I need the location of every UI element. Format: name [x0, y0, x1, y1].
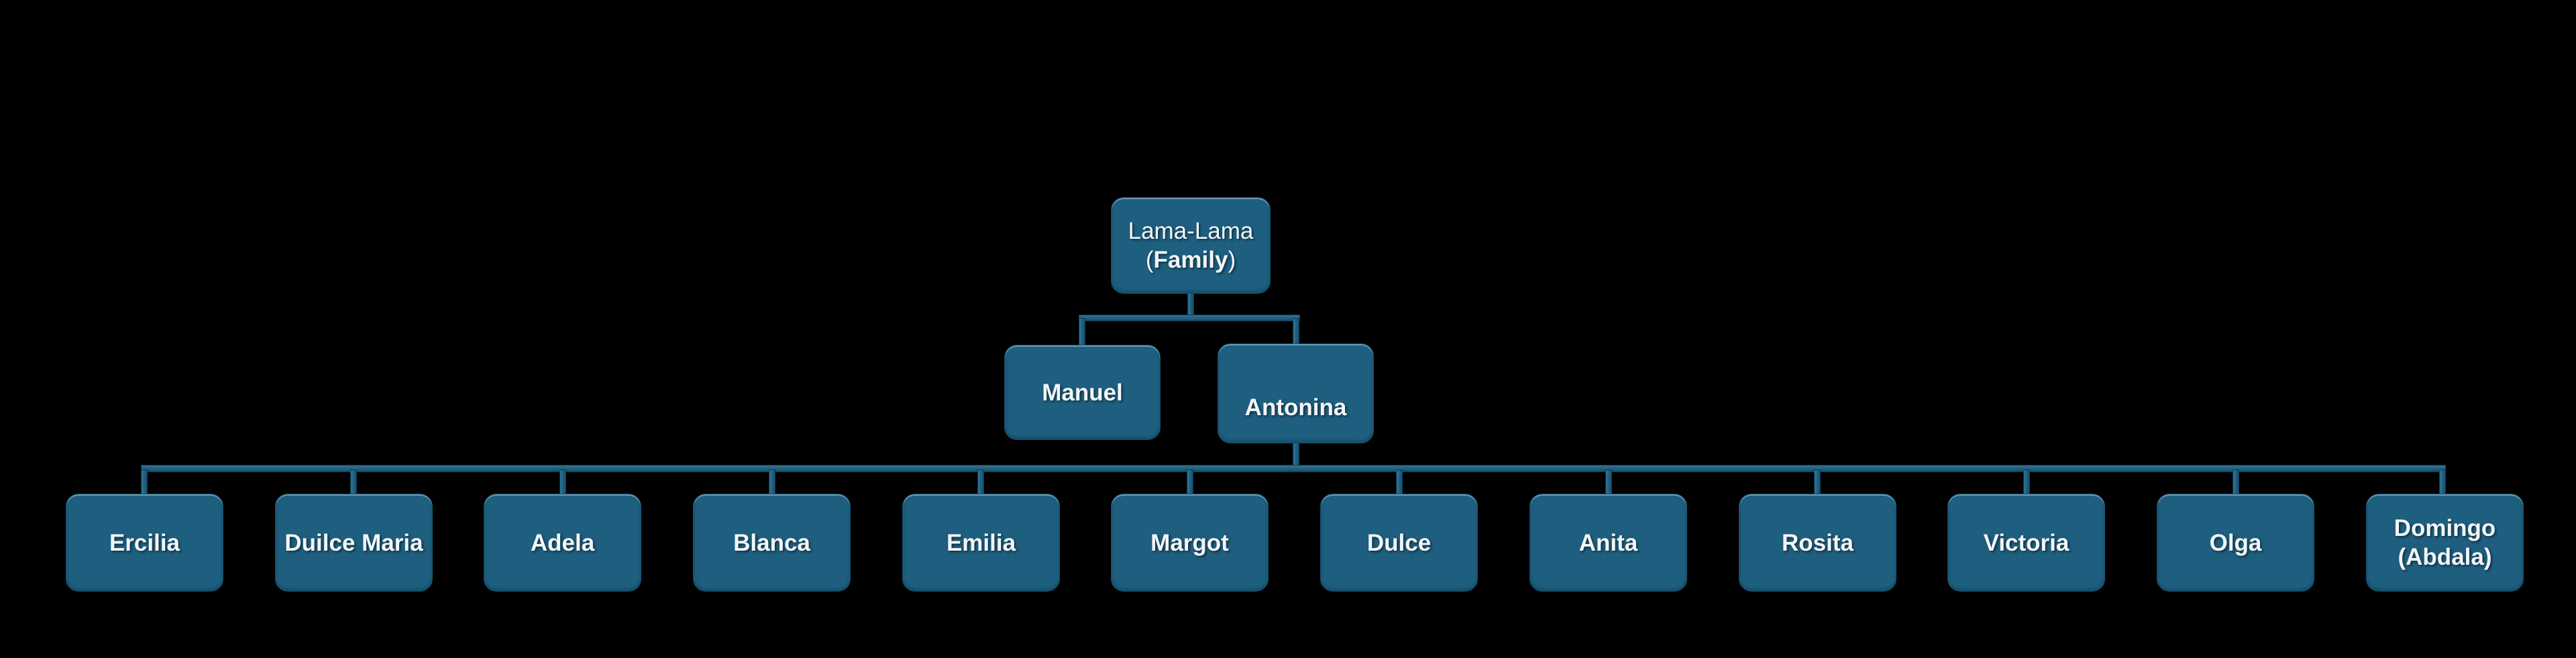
- connector-child-drop-adela: [559, 470, 566, 495]
- node-child-rosita: Rosita: [1739, 494, 1896, 592]
- parent-label: Antonina: [1244, 394, 1347, 421]
- child-label: Duilce Maria: [284, 529, 423, 556]
- root-qualifier-word: Family: [1153, 247, 1228, 273]
- child-label: Victoria: [1983, 529, 2070, 556]
- connector-manuel-drop: [1079, 318, 1085, 346]
- connector-parents-bar: [1079, 315, 1300, 321]
- node-child-margot: Margot: [1111, 494, 1269, 592]
- node-child-domingo-abdala: Domingo (Abdala): [2366, 494, 2524, 592]
- child-label: Anita: [1578, 529, 1638, 556]
- parent-label: Manuel: [1042, 379, 1123, 406]
- node-child-dulce: Dulce: [1320, 494, 1478, 592]
- child-label: Dulce: [1366, 529, 1432, 556]
- connector-child-drop-blanca: [769, 470, 775, 495]
- node-parent-antonina: Antonina: [1218, 343, 1374, 443]
- root-qualifier-close-paren: ): [1228, 247, 1236, 273]
- connector-antonina-stub: [1293, 442, 1299, 466]
- node-child-victoria: Victoria: [1947, 494, 2105, 592]
- root-family-qualifier: (Family): [1146, 245, 1236, 274]
- child-label: Domingo (Abdala): [2394, 515, 2496, 570]
- child-label: Rosita: [1782, 529, 1854, 556]
- connector-child-drop-ercilia: [141, 470, 148, 495]
- child-label: Blanca: [733, 529, 810, 556]
- node-child-olga: Olga: [2157, 494, 2314, 592]
- connector-child-drop-dulce: [1396, 470, 1403, 495]
- child-label: Margot: [1150, 529, 1229, 556]
- root-qualifier-open-paren: (: [1145, 247, 1154, 273]
- node-child-blanca: Blanca: [693, 494, 851, 592]
- node-child-anita: Anita: [1529, 494, 1687, 592]
- connector-child-drop-margot: [1187, 470, 1193, 495]
- child-label: Emilia: [946, 529, 1016, 556]
- connector-child-drop-rosita: [1814, 470, 1821, 495]
- connector-child-drop-domingo: [2439, 470, 2446, 495]
- root-family-name: Lama-Lama: [1128, 218, 1254, 244]
- node-child-ercilia: Ercilia: [66, 494, 223, 592]
- node-root-family: Lama-Lama (Family): [1111, 197, 1271, 294]
- child-label: Ercilia: [109, 529, 180, 556]
- node-child-adela: Adela: [484, 494, 641, 592]
- node-child-emilia: Emilia: [902, 494, 1060, 592]
- connector-child-drop-olga: [2233, 470, 2239, 495]
- connector-child-drop-victoria: [2023, 470, 2030, 495]
- connector-child-drop-duilce-maria: [350, 470, 357, 495]
- child-label: Adela: [530, 529, 595, 556]
- connector-children-bus: [141, 465, 2446, 472]
- node-parent-manuel: Manuel: [1004, 345, 1161, 440]
- connector-child-drop-anita: [1605, 470, 1612, 495]
- connector-child-drop-emilia: [977, 470, 984, 495]
- node-child-duilce-maria: Duilce Maria: [275, 494, 433, 592]
- connector-root-stub: [1187, 291, 1194, 317]
- connector-antonina-drop: [1293, 318, 1299, 345]
- child-label: Olga: [2209, 529, 2262, 556]
